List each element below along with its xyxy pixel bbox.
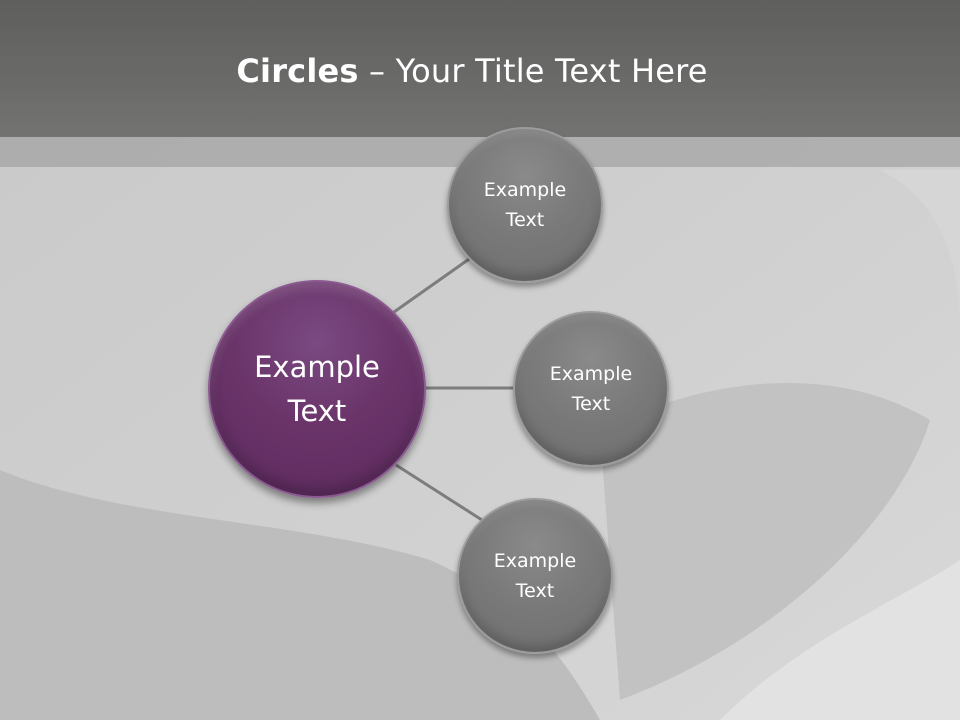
title-bold: Circles <box>236 52 359 90</box>
title-bar <box>0 0 960 137</box>
connector-bottom <box>395 463 483 522</box>
center-circle[interactable]: Example Text <box>208 280 426 498</box>
node-circle-top[interactable]: Example Text <box>447 127 603 283</box>
node-circle-bottom[interactable]: Example Text <box>457 498 613 654</box>
node-circle-middle[interactable]: Example Text <box>513 311 669 467</box>
node-circle-label: Example Text <box>549 363 633 415</box>
node-circle-label: Example Text <box>483 179 567 231</box>
node-circle-label: Example Text <box>493 550 577 602</box>
slide-title: Circles – Your Title Text Here <box>0 52 944 90</box>
center-circle-label: Example Text <box>254 350 380 428</box>
title-rest: – Your Title Text Here <box>358 52 708 90</box>
connector-top <box>393 255 473 314</box>
